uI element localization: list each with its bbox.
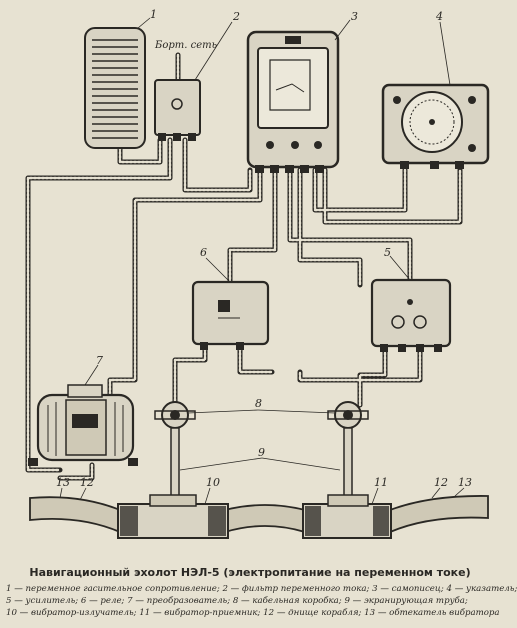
callout-labels: 1 2 3 4 5 6 7 8 9 10 11 12 13 12 13 Борт… <box>56 8 472 489</box>
filter-device <box>154 21 233 141</box>
callout-3: 3 <box>351 10 358 23</box>
resistor-device <box>84 17 151 149</box>
callout-11: 11 <box>374 476 388 489</box>
cable-box-right <box>327 401 369 429</box>
callout-7: 7 <box>96 354 103 367</box>
figure-caption: Навигационный эхолот НЭЛ-5 (электропитан… <box>0 562 517 619</box>
callout-8: 8 <box>255 397 262 410</box>
callout-5: 5 <box>384 246 391 259</box>
callout-13-right: 13 <box>458 476 472 489</box>
leader-lines <box>179 409 341 471</box>
legend-line: 5 — усилитель; 6 — реле; 7 — преобразова… <box>6 596 468 606</box>
callout-12-left: 12 <box>80 476 94 489</box>
callout-12-right: 12 <box>434 476 448 489</box>
emitter-vibrator <box>117 487 229 539</box>
callout-13-left: 13 <box>56 476 70 489</box>
amplifier-device <box>370 255 452 352</box>
converter-device <box>28 364 138 466</box>
relay-device <box>191 257 270 350</box>
receiver-vibrator <box>302 487 392 539</box>
supply-label: Борт. сеть <box>154 40 217 51</box>
cables <box>25 52 463 481</box>
legend-line: 10 — вибратор-излучатель; 11 — вибратор-… <box>6 608 500 618</box>
diagram-figure: 1 2 3 4 5 6 7 8 9 10 11 12 13 12 13 Борт… <box>25 8 490 539</box>
screening-pipes <box>170 427 353 497</box>
callout-6: 6 <box>200 246 207 259</box>
legend-line: 1 — переменное гасительное сопротивление… <box>6 584 517 594</box>
indicator-device <box>381 21 490 169</box>
callout-4: 4 <box>435 10 443 23</box>
callout-2: 2 <box>232 10 240 23</box>
caption-title: Навигационный эхолот НЭЛ-5 (электропитан… <box>29 566 471 579</box>
recorder-device <box>246 19 351 173</box>
callout-10: 10 <box>206 476 220 489</box>
cable-box-left <box>154 401 196 429</box>
callout-1: 1 <box>150 8 157 21</box>
callout-9: 9 <box>258 446 265 459</box>
ship-hull <box>29 487 489 534</box>
